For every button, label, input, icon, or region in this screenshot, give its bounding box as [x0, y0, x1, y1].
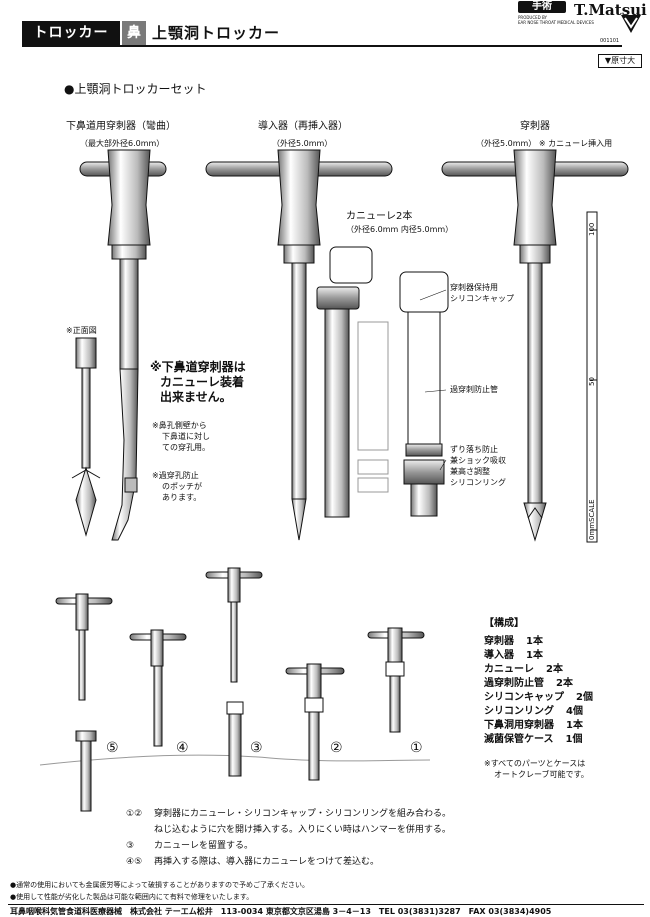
cannula-with-cap-drawing	[399, 271, 449, 517]
brand-tab: 手術	[518, 1, 566, 13]
category-label: トロッカー	[22, 21, 120, 45]
front-view-label: ※正面図	[66, 326, 97, 335]
actual-size-badge: ▼原寸大	[598, 54, 642, 68]
cannula-warning: ※下鼻道穿刺器はカニューレ装着出来ません。	[150, 360, 246, 404]
step-1-label: ①	[410, 740, 423, 756]
stopper-note: ※過穿孔防止のポッチがあります。	[152, 471, 202, 502]
procedure-step-number: ①②	[126, 809, 143, 819]
lower-trocar-name: 下鼻道用穿刺器（彎曲）	[66, 121, 176, 132]
composition-item-name: 導入器	[484, 650, 514, 661]
introducer-name: 導入器（再挿入器）	[258, 121, 348, 132]
composition-item-qty: 1本	[526, 636, 543, 647]
procedure-step-text: 穿刺器にカニューレ・シリコンキャップ・シリコンリングを組み合わる。	[154, 809, 452, 819]
composition-item-name: カニューレ	[484, 664, 534, 675]
step-3-label: ③	[250, 740, 263, 756]
composition-item-name: 下鼻洞用穿刺器	[484, 720, 554, 731]
composition-item: 下鼻洞用穿刺器 1本	[484, 716, 583, 731]
introducer-drawing	[205, 149, 393, 541]
composition-item-qty: 2個	[576, 692, 593, 703]
header-rule	[22, 45, 622, 47]
puncture-drawing	[441, 149, 629, 542]
introducer-spec: （外径5.0mm）	[272, 139, 333, 148]
composition-item: シリコンキャップ 2個	[484, 688, 593, 703]
composition-item-qty: 1本	[566, 720, 583, 731]
brand-logo-icon	[621, 15, 641, 33]
page-title: 上顎洞トロッカー	[152, 24, 281, 42]
company-footer: 耳鼻咽喉科気管食道科医療器械 株式会社 テーエム松井 113-0034 東京都文…	[10, 907, 552, 916]
brand-code: 001101	[600, 38, 620, 44]
composition-item-name: 滅菌保管ケース	[484, 734, 554, 745]
composition-item: 滅菌保管ケース 1個	[484, 730, 582, 745]
brand-name: T.Matsui	[574, 1, 647, 19]
silicone-ring-note: ずり落ち防止兼ショック吸収兼高さ調整シリコンリング	[450, 445, 506, 487]
composition-item: シリコンリング 4個	[484, 702, 583, 717]
cannula-name: カニューレ2本	[346, 211, 413, 222]
composition-item-qty: 1個	[565, 734, 583, 745]
footer-rule	[8, 904, 644, 905]
scale-label: 0mmSCALE	[588, 499, 596, 540]
subcategory-label: 鼻	[122, 21, 146, 45]
puncture-name: 穿刺器	[520, 121, 550, 132]
composition-item-name: シリコンキャップ	[484, 692, 564, 703]
composition-item-name: 穿刺器	[484, 636, 514, 647]
composition-title: 【構成】	[484, 618, 524, 629]
autoclave-note: ※すべてのパーツとケースはオートクレーブ可能です。	[484, 759, 589, 779]
procedure-step: ねじ込むように穴を開け挿入する。入りにくい時はハンマーを併用する。	[126, 822, 451, 835]
composition-item: 過穿刺防止管 2本	[484, 674, 573, 689]
procedure-step-text: 再挿入する際は、導入器にカニューレをつけて差込む。	[154, 857, 380, 867]
composition-item-qty: 2本	[556, 678, 573, 689]
composition-item-qty: 4個	[566, 706, 583, 717]
scale-top-label: 100	[588, 222, 596, 236]
cannula-spec: （外径6.0mm 内径5.0mm）	[346, 225, 454, 234]
composition-item-qty: 2本	[546, 664, 563, 675]
footer-note-1: ●通常の使用においても金属疲労等によって破損することがありますので予めご了承くだ…	[10, 881, 309, 889]
lower-trocar-spec: （最大部外径6.0mm）	[80, 139, 165, 148]
procedure-step-text: カニューレを留置する。	[154, 841, 254, 851]
silicone-cap-note: 穿刺器保持用シリコンキャップ	[450, 283, 514, 303]
step-drawings	[55, 567, 425, 812]
over-puncture-note: 過穿刺防止管	[450, 385, 498, 394]
composition-item-name: シリコンリング	[484, 706, 554, 717]
procedure-step: ④⑤ 再挿入する際は、導入器にカニューレをつけて差込む。	[126, 854, 379, 867]
section-title: ●上顎洞トロッカーセット	[64, 82, 207, 96]
scale-mid-label: 50	[588, 377, 596, 386]
procedure-step: ①② 穿刺器にカニューレ・シリコンキャップ・シリコンリングを組み合わる。	[126, 806, 451, 819]
puncture-spec: （外径5.0mm） ※ カニューレ挿入用	[476, 139, 613, 148]
nasal-wall-note: ※鼻孔側壁から下鼻道に対しての穿孔用。	[152, 421, 210, 452]
composition-item-qty: 1本	[526, 650, 543, 661]
composition-item: カニューレ 2本	[484, 660, 563, 675]
footer-note-2: ●使用して性能が劣化した製品は可能な範囲内にて有料で修理をいたします。	[10, 893, 254, 901]
procedure-step: ③ カニューレを留置する。	[126, 838, 253, 851]
procedure-step-number: ④⑤	[126, 857, 143, 867]
composition-item-name: 過穿刺防止管	[484, 678, 544, 689]
cannula-drawing	[316, 246, 389, 518]
lower-trocar-drawing	[71, 149, 167, 541]
scale-ruler	[586, 211, 598, 543]
step-5-label: ⑤	[106, 740, 119, 756]
procedure-step-text: ねじ込むように穴を開け挿入する。入りにくい時はハンマーを併用する。	[154, 825, 451, 835]
composition-item: 穿刺器 1本	[484, 632, 543, 647]
step-2-label: ②	[330, 740, 343, 756]
step-4-label: ④	[176, 740, 189, 756]
procedure-step-number: ③	[126, 841, 135, 851]
composition-item: 導入器 1本	[484, 646, 543, 661]
